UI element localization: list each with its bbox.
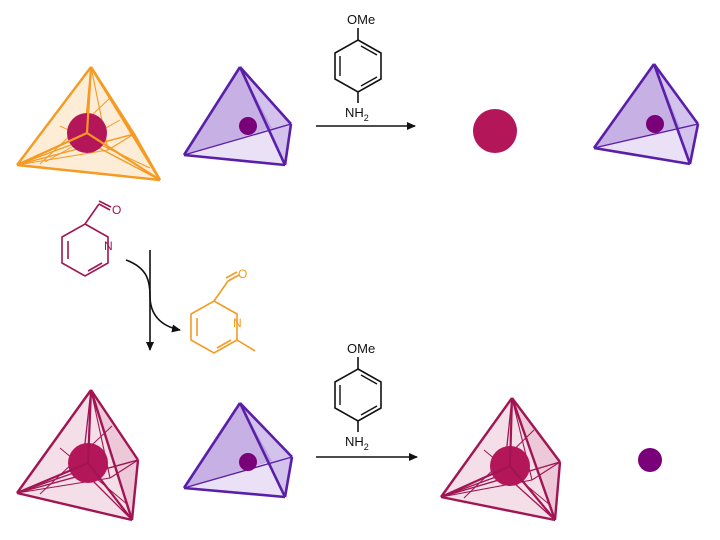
released-magenta-guest	[473, 109, 517, 153]
reagent-top-ome: OMe	[347, 12, 375, 27]
aldehyde-magenta-o: O	[112, 203, 121, 217]
purple-cage-icon	[182, 66, 293, 167]
aldehyde-magenta-n: N	[104, 239, 113, 253]
aldehyde-magenta: O N	[61, 200, 121, 277]
aldehyde-orange-n: N	[233, 316, 242, 330]
purple-cage-product-icon	[592, 63, 700, 166]
reagent-methoxyaniline-bottom: OMe NH2	[334, 341, 382, 452]
reagent-bottom-nh2: NH2	[345, 434, 369, 452]
reagent-top-nh2: NH2	[345, 105, 369, 123]
magenta-cage-product-icon	[440, 397, 562, 522]
reagent-bottom-ome: OMe	[347, 341, 375, 356]
released-purple-guest	[638, 448, 662, 472]
purple-cage-bottom-icon	[182, 402, 294, 499]
exchange-arrow	[125, 250, 181, 351]
purple-guest-icon	[239, 117, 257, 135]
orange-cage-icon	[16, 66, 162, 182]
aldehyde-orange: O N	[190, 267, 256, 354]
aldehyde-orange-o: O	[238, 267, 247, 281]
magenta-cage-icon	[16, 389, 140, 522]
reagent-methoxyaniline-top: OMe NH2	[334, 12, 382, 123]
